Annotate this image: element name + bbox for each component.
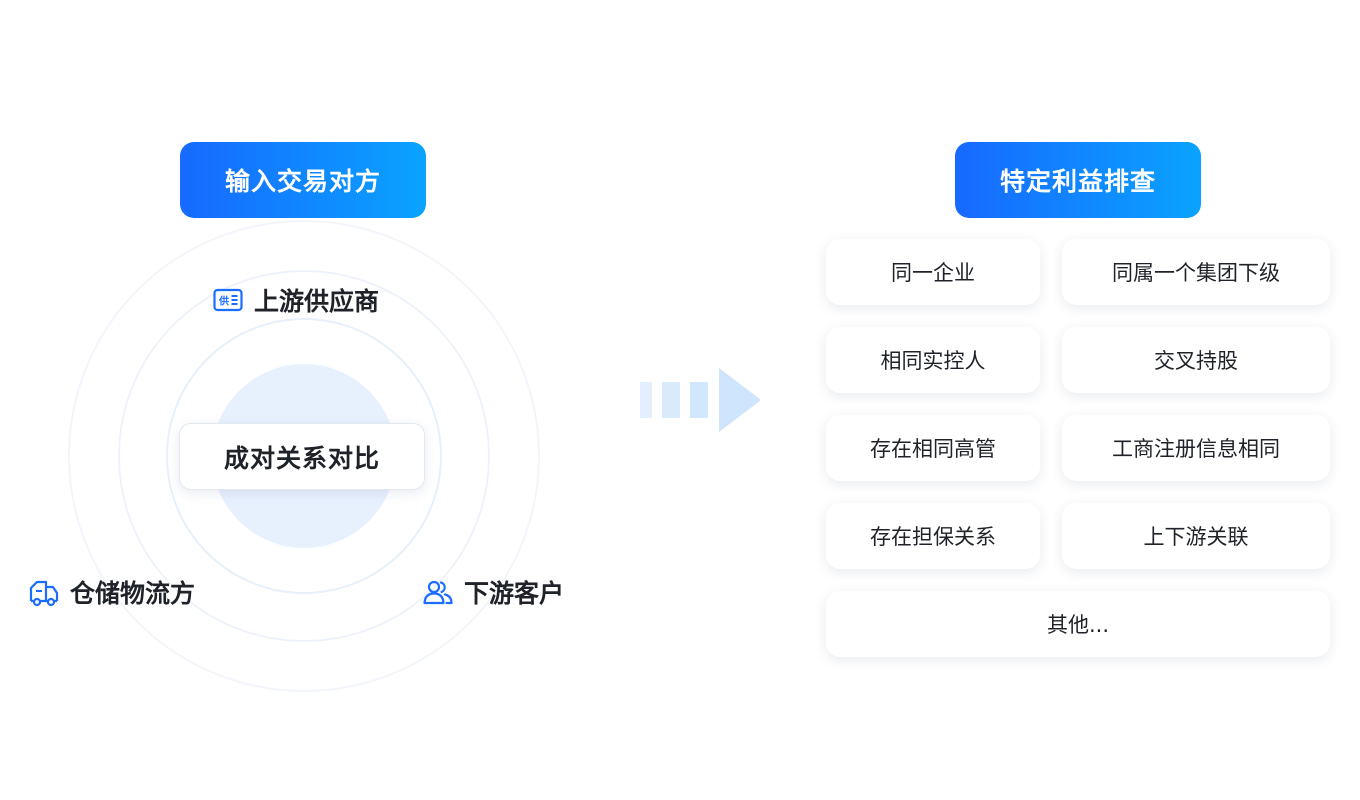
check-item-card: 存在担保关系 <box>826 503 1040 569</box>
outer-ring <box>68 220 540 692</box>
specific-interest-check-header: 特定利益排查 <box>955 142 1201 218</box>
node-logistics: 仓储物流方 <box>28 574 195 610</box>
node-logistics-label: 仓储物流方 <box>70 579 196 608</box>
inner-ring <box>166 318 442 594</box>
check-item-card-other: 其他... <box>826 591 1330 657</box>
delivery-truck-icon <box>28 576 60 608</box>
check-item-card: 同属一个集团下级 <box>1062 239 1330 305</box>
svg-text:供: 供 <box>218 295 229 308</box>
check-item-card: 同一企业 <box>826 239 1040 305</box>
check-item-card: 工商注册信息相同 <box>1062 415 1330 481</box>
node-upstream-supplier: 供 上游供应商 <box>212 282 379 318</box>
supplier-badge-icon: 供 <box>212 284 244 316</box>
check-item-card: 存在相同高管 <box>826 415 1040 481</box>
check-item-card: 交叉持股 <box>1062 327 1330 393</box>
node-upstream-label: 上游供应商 <box>254 287 380 316</box>
middle-ring <box>118 270 490 642</box>
node-downstream-label: 下游客户 <box>464 579 565 608</box>
pairwise-comparison-card: 成对关系对比 <box>179 423 425 490</box>
flow-arrow-icon <box>640 368 761 432</box>
check-item-card: 相同实控人 <box>826 327 1040 393</box>
check-item-card: 上下游关联 <box>1062 503 1330 569</box>
node-downstream-customer: 下游客户 <box>422 574 564 610</box>
users-icon <box>422 576 454 608</box>
input-counterparty-header: 输入交易对方 <box>180 142 426 218</box>
